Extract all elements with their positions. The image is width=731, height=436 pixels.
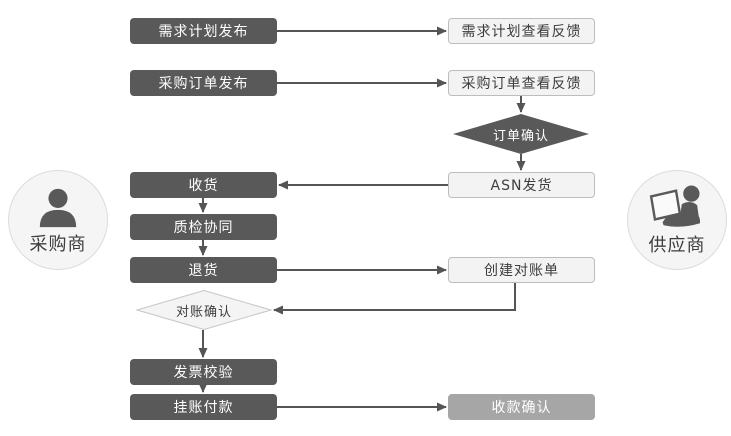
- node-payment-confirm: 收款确认: [448, 394, 595, 420]
- node-po-publish: 采购订单发布: [130, 70, 277, 96]
- node-return-goods: 退货: [130, 257, 277, 283]
- decision-order-confirm-label: 订单确认: [492, 128, 549, 144]
- person-laptop-icon: [649, 184, 700, 227]
- actor-supplier-label: 供应商: [648, 234, 706, 256]
- arrow-statement-to-confirm: [273, 283, 516, 315]
- diamond-shape-dark: [453, 114, 589, 154]
- diamond-shape-light: [136, 290, 272, 330]
- decision-statement-confirm: 对账确认: [136, 290, 272, 330]
- node-asn-ship: ASN发货: [448, 172, 595, 198]
- node-demand-plan-publish: 需求计划发布: [130, 18, 277, 44]
- node-invoice-verify: 发票校验: [130, 359, 277, 385]
- actor-supplier: 供应商: [627, 170, 727, 270]
- decision-statement-confirm-label: 对账确认: [175, 304, 232, 320]
- node-create-statement: 创建对账单: [448, 257, 595, 283]
- node-demand-plan-feedback: 需求计划查看反馈: [448, 18, 595, 44]
- actor-buyer: 采购商: [8, 170, 108, 270]
- node-po-feedback: 采购订单查看反馈: [448, 70, 595, 96]
- person-icon: [39, 188, 77, 227]
- node-quality-check: 质检协同: [130, 214, 277, 240]
- node-receive-goods: 收货: [130, 172, 277, 198]
- decision-order-confirm: 订单确认: [453, 114, 589, 154]
- node-book-payment: 挂账付款: [130, 394, 277, 420]
- actor-buyer-label: 采购商: [29, 233, 87, 255]
